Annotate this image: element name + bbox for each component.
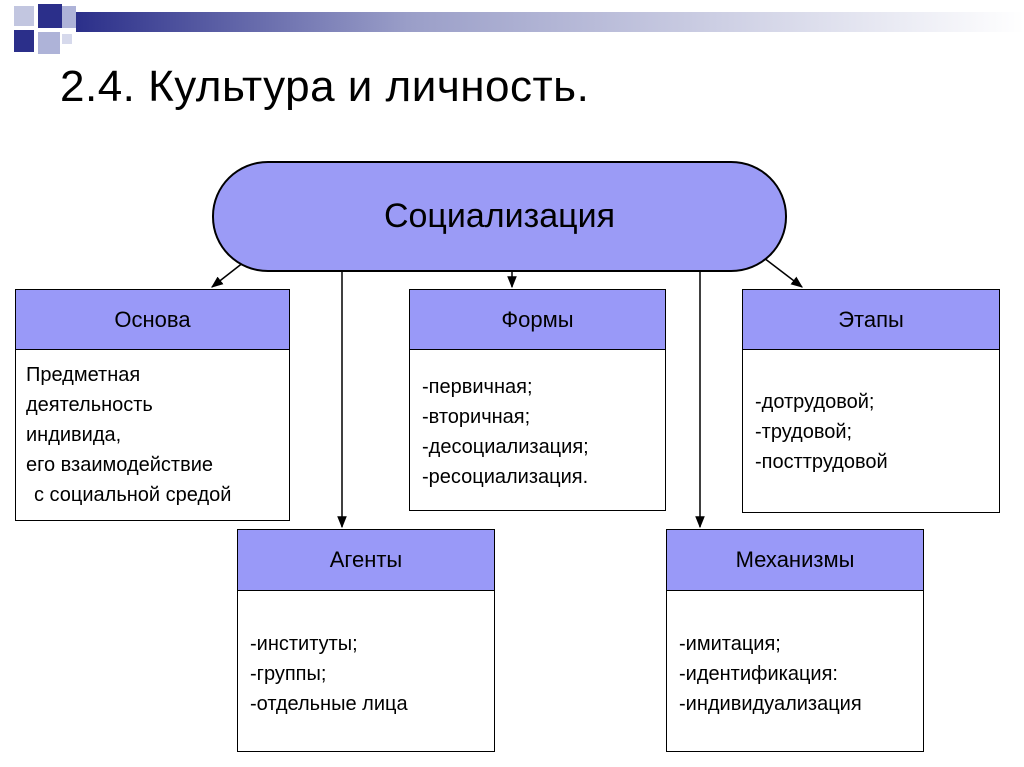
box-mehanizmy-header: Механизмы xyxy=(667,530,923,591)
box-etapy-header: Этапы xyxy=(743,290,999,350)
box-formy-header: Формы xyxy=(410,290,665,350)
slide-corner-decoration xyxy=(14,4,1024,54)
box-agenty-header: Агенты xyxy=(238,530,494,591)
arrow-to-etapy xyxy=(763,257,803,288)
box-osnova-line: Предметная xyxy=(26,364,141,386)
center-node-socialization: Социализация xyxy=(212,161,787,272)
box-formy: Формы -первичная; -вторичная; -десоциали… xyxy=(409,289,666,511)
box-etapy: Этапы -дотрудовой; -трудовой; -посттрудо… xyxy=(742,289,1000,513)
box-etapy-line: -трудовой; xyxy=(755,421,853,443)
box-osnova-header: Основа xyxy=(16,290,289,350)
box-osnova-line: индивида, xyxy=(26,424,122,446)
box-formy-body: -первичная; -вторичная; -десоциализация;… xyxy=(410,350,665,510)
box-osnova-line: деятельность xyxy=(26,394,153,416)
box-agenty-line: -группы; xyxy=(250,663,327,685)
box-mehanizmy-line: -имитация; xyxy=(679,633,781,655)
box-formy-line: -ресоциализация. xyxy=(422,466,589,488)
box-osnova-line: его взаимодействие xyxy=(26,454,214,476)
box-agenty: Агенты -институты; -группы; -отдельные л… xyxy=(237,529,495,752)
box-osnova-line: с социальной средой xyxy=(34,484,232,506)
box-etapy-line: -дотрудовой; xyxy=(755,391,875,413)
box-osnova-body: Предметная деятельность индивида, его вз… xyxy=(16,350,289,520)
box-agenty-body: -институты; -группы; -отдельные лица xyxy=(238,591,494,751)
box-agenty-line: -институты; xyxy=(250,633,358,655)
arrow-to-osnova xyxy=(211,261,245,288)
center-node-label: Социализация xyxy=(383,197,616,235)
box-etapy-line: -посттрудовой xyxy=(755,451,888,473)
box-formy-line: -первичная; xyxy=(422,376,533,398)
slide-title: 2.4. Культура и личность. xyxy=(60,62,590,111)
box-etapy-body: -дотрудовой; -трудовой; -посттрудовой xyxy=(743,350,999,512)
box-agenty-line: -отдельные лица xyxy=(250,693,408,715)
box-mehanizmy-line: -индивидуализация xyxy=(679,693,862,715)
box-formy-line: -вторичная; xyxy=(422,406,531,428)
box-mehanizmy-line: -идентификация: xyxy=(679,663,838,685)
box-mehanizmy-body: -имитация; -идентификация: -индивидуализ… xyxy=(667,591,923,751)
box-mehanizmy: Механизмы -имитация; -идентификация: -ин… xyxy=(666,529,924,752)
box-formy-line: -десоциализация; xyxy=(422,436,589,458)
box-osnova: Основа Предметная деятельность индивида,… xyxy=(15,289,290,521)
